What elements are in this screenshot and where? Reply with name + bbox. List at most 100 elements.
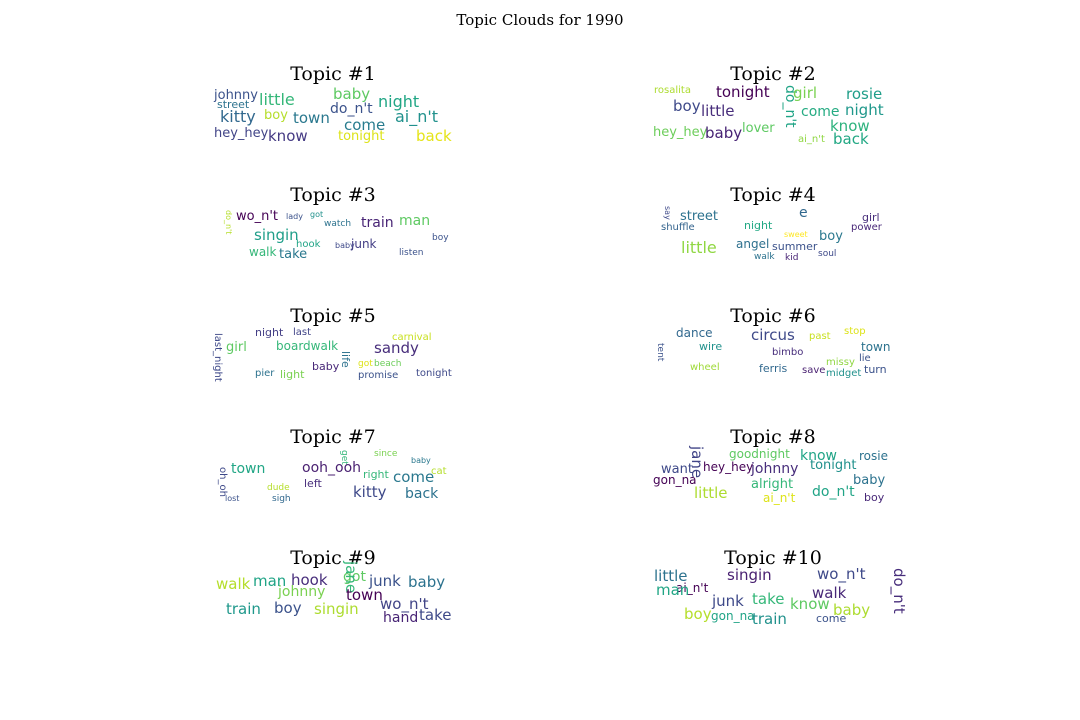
cloud-word: life: [339, 351, 352, 368]
cloud-word: back: [833, 130, 869, 148]
cloud-word: street: [217, 98, 250, 111]
cloud-word: midget: [826, 368, 862, 379]
cloud-word: hook: [291, 571, 328, 589]
topic-title: Topic #1: [290, 63, 376, 85]
cloud-word: shuffle: [661, 222, 695, 233]
cloud-word: dance: [676, 326, 713, 340]
cloud-word: hey_hey: [703, 460, 754, 474]
cloud-word: johnny: [751, 461, 799, 477]
cloud-word: hook: [296, 239, 321, 250]
cloud-word: e: [799, 205, 808, 221]
cloud-word: ai_n't: [395, 107, 439, 126]
cloud-word: goodnight: [729, 447, 790, 461]
cloud-word: soul: [818, 249, 837, 259]
cloud-word: come: [393, 468, 435, 486]
cloud-word: junk: [351, 237, 377, 251]
cloud-word: girl: [226, 340, 247, 355]
cloud-word: singin: [727, 566, 772, 584]
cloud-word: junk: [369, 572, 401, 590]
topic-title: Topic #4: [730, 184, 816, 206]
cloud-word: night: [744, 219, 773, 232]
cloud-word: ferris: [759, 362, 788, 375]
cloud-word: ai_n't: [798, 134, 825, 145]
figure-title: Topic Clouds for 1990: [456, 11, 624, 29]
cloud-word: light: [280, 368, 305, 381]
topic-title: Topic #10: [724, 547, 822, 569]
cloud-word: beach: [374, 359, 402, 369]
topic-title: Topic #7: [290, 426, 376, 448]
topic-title: Topic #2: [730, 63, 816, 85]
cloud-word: lost: [225, 494, 240, 503]
cloud-word: tonight: [338, 129, 385, 144]
cloud-word: walk: [216, 575, 251, 593]
cloud-word: kitty: [353, 483, 387, 501]
cloud-word: lover: [742, 121, 775, 136]
cloud-word: right: [363, 468, 389, 481]
cloud-word: oh_oh: [217, 467, 228, 497]
cloud-word: gon_na: [653, 473, 697, 487]
cloud-word: wo_n't: [236, 209, 278, 224]
cloud-word: singin: [314, 600, 359, 618]
cloud-word: summer: [772, 240, 818, 253]
cloud-word: little: [681, 238, 717, 257]
topic-title: Topic #8: [730, 426, 816, 448]
cloud-word: little: [259, 90, 295, 109]
cloud-word: back: [405, 486, 439, 502]
cloud-word: baby: [853, 473, 886, 488]
cloud-word: angel: [736, 237, 770, 251]
cloud-word: baby: [411, 456, 431, 465]
cloud-word: johnny: [278, 584, 326, 600]
cloud-word: say: [663, 206, 672, 220]
cloud-word: hey_hey: [214, 126, 269, 141]
cloud-word: little: [654, 567, 688, 585]
cloud-word: little: [694, 484, 728, 502]
cloud-word: boy: [864, 491, 885, 504]
cloud-word: stop: [844, 326, 866, 337]
cloud-word: pier: [255, 368, 275, 379]
topic-title: Topic #5: [290, 305, 376, 327]
cloud-word: rosalita: [654, 85, 691, 96]
cloud-word: promise: [358, 370, 399, 381]
cloud-word: lie: [859, 353, 871, 364]
cloud-word: hand: [383, 610, 419, 626]
cloud-word: cat: [431, 466, 447, 477]
cloud-word: watch: [324, 219, 352, 229]
cloud-word: power: [851, 222, 882, 233]
cloud-word: carnival: [392, 332, 432, 343]
cloud-word: do_n't: [890, 568, 908, 614]
cloud-word: street: [680, 209, 719, 224]
cloud-word: kid: [785, 253, 799, 263]
cloud-word: dude: [267, 483, 290, 493]
cloud-word: baby: [833, 601, 871, 619]
cloud-word: back: [416, 127, 452, 145]
cloud-word: town: [293, 109, 330, 127]
cloud-word: take: [419, 606, 452, 624]
cloud-word: girl: [862, 211, 880, 224]
cloud-word: boy: [684, 605, 712, 623]
cloud-word: come: [816, 612, 847, 625]
cloud-word: night: [378, 92, 420, 111]
cloud-word: tonight: [416, 368, 452, 379]
cloud-word: train: [361, 215, 394, 231]
cloud-word: since: [374, 449, 398, 459]
cloud-word: listen: [399, 248, 424, 258]
cloud-word: boy: [264, 108, 288, 123]
cloud-word: take: [752, 590, 785, 608]
cloud-word: tent: [655, 343, 665, 362]
cloud-word: do_n't: [224, 210, 233, 235]
cloud-word: past: [809, 331, 831, 342]
cloud-word: rosie: [846, 85, 883, 103]
cloud-word: know: [800, 448, 837, 464]
cloud-word: sigh: [272, 494, 291, 504]
cloud-word: train: [752, 610, 787, 628]
